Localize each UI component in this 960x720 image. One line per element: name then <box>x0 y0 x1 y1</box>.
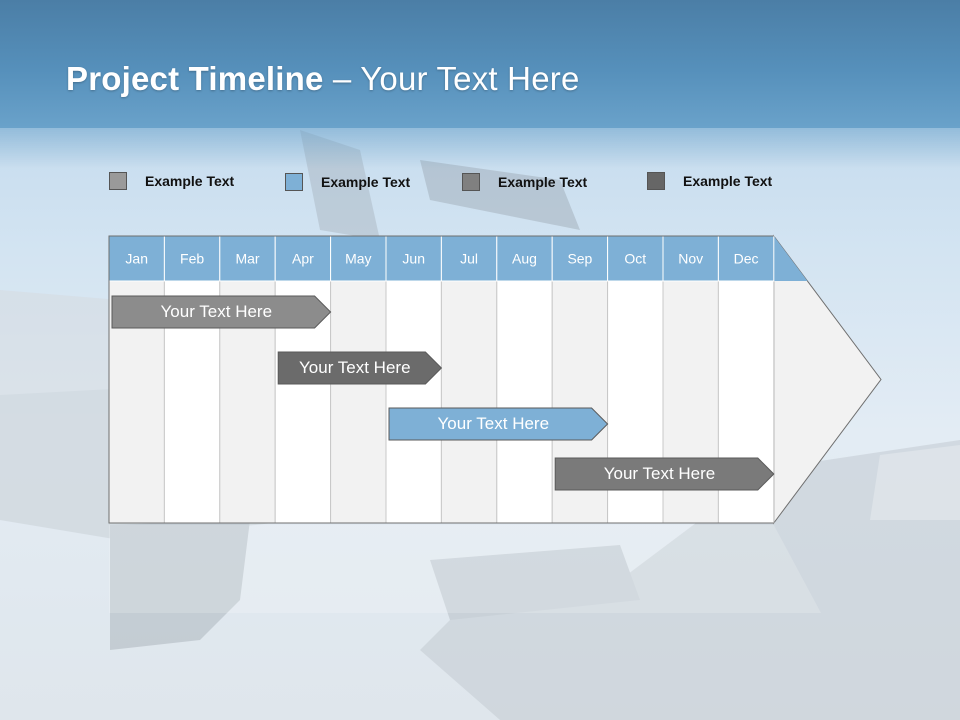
month-label: Jan <box>125 251 148 267</box>
month-column <box>496 280 553 524</box>
month-label: Jun <box>402 251 425 267</box>
timeline-reflection <box>109 525 821 613</box>
month-header-cell <box>440 235 498 282</box>
task-bar-label: Your Text Here <box>299 358 411 377</box>
slide-title: Project Timeline – Your Text Here <box>66 60 580 98</box>
legend-swatch <box>462 173 480 191</box>
month-header-cell <box>607 235 664 282</box>
month-header-cell <box>496 235 553 282</box>
task-bar <box>111 295 332 329</box>
month-header-cell <box>717 235 775 282</box>
month-label: Aug <box>512 251 537 267</box>
legend-swatch <box>285 173 303 191</box>
header-band <box>0 0 960 128</box>
task-bar <box>277 351 443 385</box>
month-column <box>330 280 387 524</box>
legend-item: Example Text <box>462 172 587 192</box>
timeline-outline <box>108 235 774 524</box>
month-column <box>440 280 498 524</box>
task-bar-label: Your Text Here <box>160 302 273 321</box>
month-column <box>385 280 442 524</box>
month-header-cell <box>662 235 719 282</box>
month-label: Sep <box>567 251 592 267</box>
legend-label: Example Text <box>321 174 411 190</box>
month-header-cell <box>385 235 442 282</box>
title-subtitle: – Your Text Here <box>323 60 580 97</box>
task-bar-label: Your Text Here <box>437 414 550 433</box>
month-label: Mar <box>235 251 259 267</box>
month-label: Feb <box>180 251 204 267</box>
title-bold: Project Timeline <box>66 60 324 97</box>
legend-item: Example Text <box>285 172 410 192</box>
legend-label: Example Text <box>683 173 773 189</box>
month-label: Apr <box>292 251 314 267</box>
legend-swatch <box>647 172 665 190</box>
month-label: Dec <box>734 251 759 267</box>
month-label: May <box>345 251 371 267</box>
month-header-cell <box>274 235 332 282</box>
legend-label: Example Text <box>145 173 235 189</box>
legend-item: Example Text <box>109 171 234 191</box>
legend-swatch <box>109 172 127 190</box>
legend-item: Example Text <box>647 171 772 191</box>
task-bar <box>554 457 775 491</box>
month-header-cell <box>551 235 609 282</box>
month-header-cell <box>330 235 387 282</box>
month-label: Oct <box>624 251 646 267</box>
header-fade <box>0 128 960 168</box>
task-bar <box>388 407 609 441</box>
legend-label: Example Text <box>498 174 588 190</box>
month-label: Jul <box>460 251 478 267</box>
month-label: Nov <box>678 251 703 267</box>
timeline-arrow-header <box>773 236 808 281</box>
task-bar-label: Your Text Here <box>603 464 716 483</box>
